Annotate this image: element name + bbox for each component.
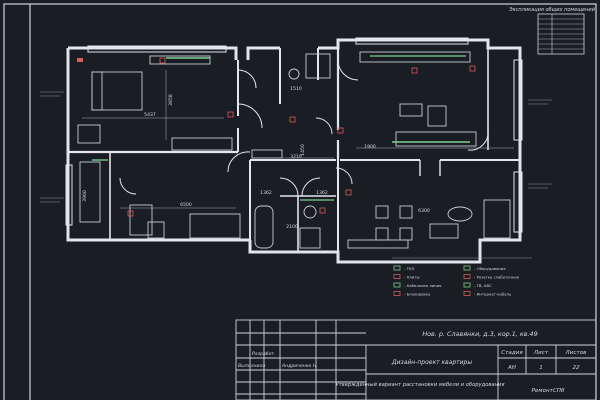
title-block-text: Нов. р. Славянки, д.3, кор.1, кв.49 Диза… xyxy=(238,330,586,394)
legend-item: - Интернет-кабель xyxy=(463,291,512,297)
legend-symbol-icon xyxy=(463,282,471,288)
author-name: Андриченко Н. xyxy=(281,363,318,369)
kitchen-counter xyxy=(359,51,471,63)
explication-table: Экспликация общих помещений xyxy=(508,7,596,55)
dining-chair-1 xyxy=(375,205,389,219)
legend-label: - Блокировка xyxy=(404,292,430,297)
double-bed xyxy=(91,71,143,111)
door-swings xyxy=(119,59,489,197)
wc-toilet xyxy=(288,68,300,80)
legend-item: - ТВ, АВС xyxy=(463,282,492,288)
desk xyxy=(399,103,423,117)
legend-label: - Розетка слаботочная xyxy=(474,275,519,280)
dim-bedroom-depth: 3858 xyxy=(168,94,174,106)
bathtub xyxy=(254,205,274,249)
kitchen-island xyxy=(429,223,459,239)
sheets-value: 22 xyxy=(572,365,580,371)
legend-symbol-icon xyxy=(463,274,471,279)
sheet-value: 1 xyxy=(539,365,543,371)
bedroom-armchair xyxy=(77,124,101,144)
living-tv-stand xyxy=(129,204,153,236)
legend: - ГКЛ - Плиты - Кабельная линия - Блокировк… xyxy=(392,257,532,297)
furniture xyxy=(77,51,511,249)
sheets-header: Листов xyxy=(565,350,587,356)
shower xyxy=(305,53,331,79)
legend-item: - Кабельная линия xyxy=(393,282,441,288)
legend-label: - Кабельная линия xyxy=(404,283,441,288)
living-shelving xyxy=(79,161,101,223)
legend-label: - ТВ, АВС xyxy=(474,283,492,288)
project-title: Дизайн-проект квартиры xyxy=(391,359,472,366)
dim-bath-width: 2100 xyxy=(286,224,298,230)
dim-living-width: 6500 xyxy=(180,202,192,208)
dim-upper-right: 1510 xyxy=(290,86,302,92)
legend-label: - Интернет-кабель xyxy=(474,292,512,297)
sofa xyxy=(395,131,477,147)
dim-small-room: 3960 xyxy=(82,190,88,202)
legend-item: - Плиты xyxy=(393,274,420,280)
walls xyxy=(66,38,522,264)
legend-label: - Оборудование xyxy=(474,266,506,271)
dim-wc-width: 1362 xyxy=(260,190,272,196)
dim-hall-depth: 1450 xyxy=(300,144,306,156)
legend-item: - Блокировка xyxy=(393,291,430,297)
legend-item: - ГКЛ xyxy=(393,265,415,271)
dim-kitchen-width: 6300 xyxy=(418,208,430,214)
legend-symbol-icon xyxy=(393,282,401,288)
role-1-label: Разработ. xyxy=(252,351,276,357)
electrical-symbols xyxy=(77,55,476,217)
sheet-frame xyxy=(3,3,597,400)
legend-label: - Плиты xyxy=(404,275,420,280)
round-table xyxy=(447,206,473,222)
windows xyxy=(65,37,523,233)
company-name: РемонтСПб xyxy=(532,388,565,394)
stage-value: АН xyxy=(507,365,517,371)
side-notes xyxy=(40,91,552,203)
legend-symbol-icon xyxy=(463,265,471,271)
washbasin xyxy=(299,227,321,249)
legend-symbol-icon xyxy=(393,265,401,271)
dim-hall-width: 3210 xyxy=(290,154,302,160)
legend-symbol-icon xyxy=(463,291,471,296)
dimension-labels: 5437 3858 6500 6300 3210 1450 2100 1362 … xyxy=(82,86,430,230)
stage-header: Стадия xyxy=(501,350,523,356)
title-block xyxy=(235,319,597,400)
toilet xyxy=(303,205,317,219)
sheet-header: Лист xyxy=(533,350,549,356)
dining-chair-2 xyxy=(375,227,389,241)
legend-item: - Оборудование xyxy=(463,265,506,271)
living-sofa xyxy=(189,213,241,239)
legend-symbol-icon xyxy=(393,274,401,279)
dimension-lines xyxy=(82,70,514,209)
chair xyxy=(427,105,447,127)
legend-label: - ГКЛ xyxy=(404,266,415,271)
legend-item: - Розетка слаботочная xyxy=(463,274,519,280)
dim-bedroom-width: 5437 xyxy=(144,112,156,118)
dining-chair-3 xyxy=(399,205,413,219)
description-text: Утвержденный вариант расстановки мебели … xyxy=(335,382,504,388)
dining-chair-4 xyxy=(399,227,413,241)
legend-symbol-icon xyxy=(393,291,401,296)
dim-wc2-width: 1362 xyxy=(316,190,328,196)
explication-title: Экспликация общих помещений xyxy=(508,7,595,13)
dim-corridor: 1900 xyxy=(364,144,376,150)
address-text: Нов. р. Славянки, д.3, кор.1, кв.49 xyxy=(422,330,537,338)
kitchen-cabinet xyxy=(483,199,511,239)
role-2-label: Выполнила xyxy=(238,363,265,369)
bedroom-wardrobe xyxy=(171,137,233,151)
